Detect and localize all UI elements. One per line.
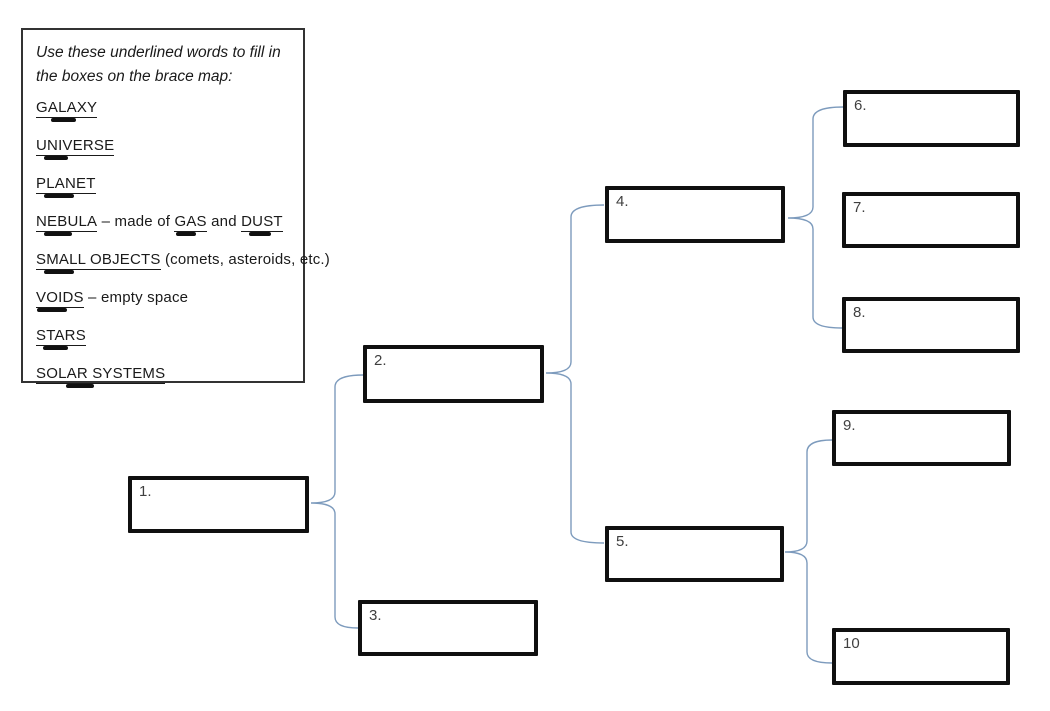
answer-box-10[interactable]: 10 [832, 628, 1010, 685]
underlined-word: VOIDS [36, 290, 84, 312]
word-line: PLANET [36, 176, 291, 198]
brace-box1-to-boxes-2-3 [310, 374, 364, 629]
answer-box-2[interactable]: 2. [363, 345, 544, 403]
box-number-1: 1. [139, 483, 152, 500]
emphasis-mark [43, 346, 68, 350]
underlined-word: STARS [36, 328, 86, 350]
emphasis-mark [44, 232, 72, 236]
word-line: SOLAR SYSTEMS [36, 366, 291, 388]
emphasis-mark [44, 194, 74, 198]
underlined-word: UNIVERSE [36, 138, 115, 160]
underlined-word: DUST [241, 214, 283, 236]
answer-box-1[interactable]: 1. [128, 476, 309, 533]
emphasis-mark [249, 232, 272, 236]
box-number-9: 9. [843, 417, 856, 434]
answer-box-7[interactable]: 7. [842, 192, 1020, 248]
box-number-6: 6. [854, 97, 867, 114]
word-line: SMALL OBJECTS (comets, asteroids, etc.) [36, 252, 330, 274]
answer-box-5[interactable]: 5. [605, 526, 784, 582]
word-note: – made of [97, 213, 175, 230]
emphasis-mark [44, 270, 74, 274]
word-line: GALAXY [36, 100, 291, 122]
box-number-8: 8. [853, 304, 866, 321]
underlined-word: SMALL OBJECTS [36, 252, 161, 274]
brace-box4-to-boxes-6-7-8 [787, 106, 844, 329]
word-note: and [206, 213, 242, 230]
instructions-text: Use these underlined words to fill in th… [36, 41, 291, 89]
box-number-10: 10 [843, 635, 860, 652]
answer-box-9[interactable]: 9. [832, 410, 1011, 466]
word-line: NEBULA – made of GAS and DUST [36, 213, 291, 236]
instructions-line-2: the boxes on the brace map: [36, 68, 233, 85]
word-line: VOIDS – empty space [36, 289, 291, 312]
instructions-line-1: Use these underlined words to fill in [36, 44, 281, 61]
underlined-word: GALAXY [36, 100, 98, 122]
box-number-4: 4. [616, 193, 629, 210]
word-note: – empty space [83, 289, 189, 306]
word-bank-panel: Use these underlined words to fill in th… [21, 28, 330, 388]
emphasis-mark [51, 118, 76, 122]
emphasis-mark [66, 384, 94, 388]
underlined-word: NEBULA [36, 214, 98, 236]
brace-box2-to-boxes-4-5 [545, 204, 605, 544]
word-line: STARS [36, 328, 291, 350]
word-note: (comets, asteroids, etc.) [160, 251, 330, 268]
box-number-3: 3. [369, 607, 382, 624]
word-list: GALAXY UNIVERSE PLANET NEBULA – made of GAS… [36, 100, 330, 388]
answer-box-6[interactable]: 6. [843, 90, 1020, 147]
answer-box-4[interactable]: 4. [605, 186, 785, 243]
emphasis-mark [176, 232, 197, 236]
underlined-word: SOLAR SYSTEMS [36, 366, 166, 388]
box-number-5: 5. [616, 533, 629, 550]
word-line: UNIVERSE [36, 138, 291, 160]
emphasis-mark [37, 308, 67, 312]
answer-box-8[interactable]: 8. [842, 297, 1020, 353]
emphasis-mark [44, 156, 68, 160]
answer-box-3[interactable]: 3. [358, 600, 538, 656]
box-number-7: 7. [853, 199, 866, 216]
underlined-word: GAS [174, 214, 207, 236]
brace-box5-to-boxes-9-10 [784, 439, 833, 664]
box-number-2: 2. [374, 352, 387, 369]
underlined-word: PLANET [36, 176, 96, 198]
